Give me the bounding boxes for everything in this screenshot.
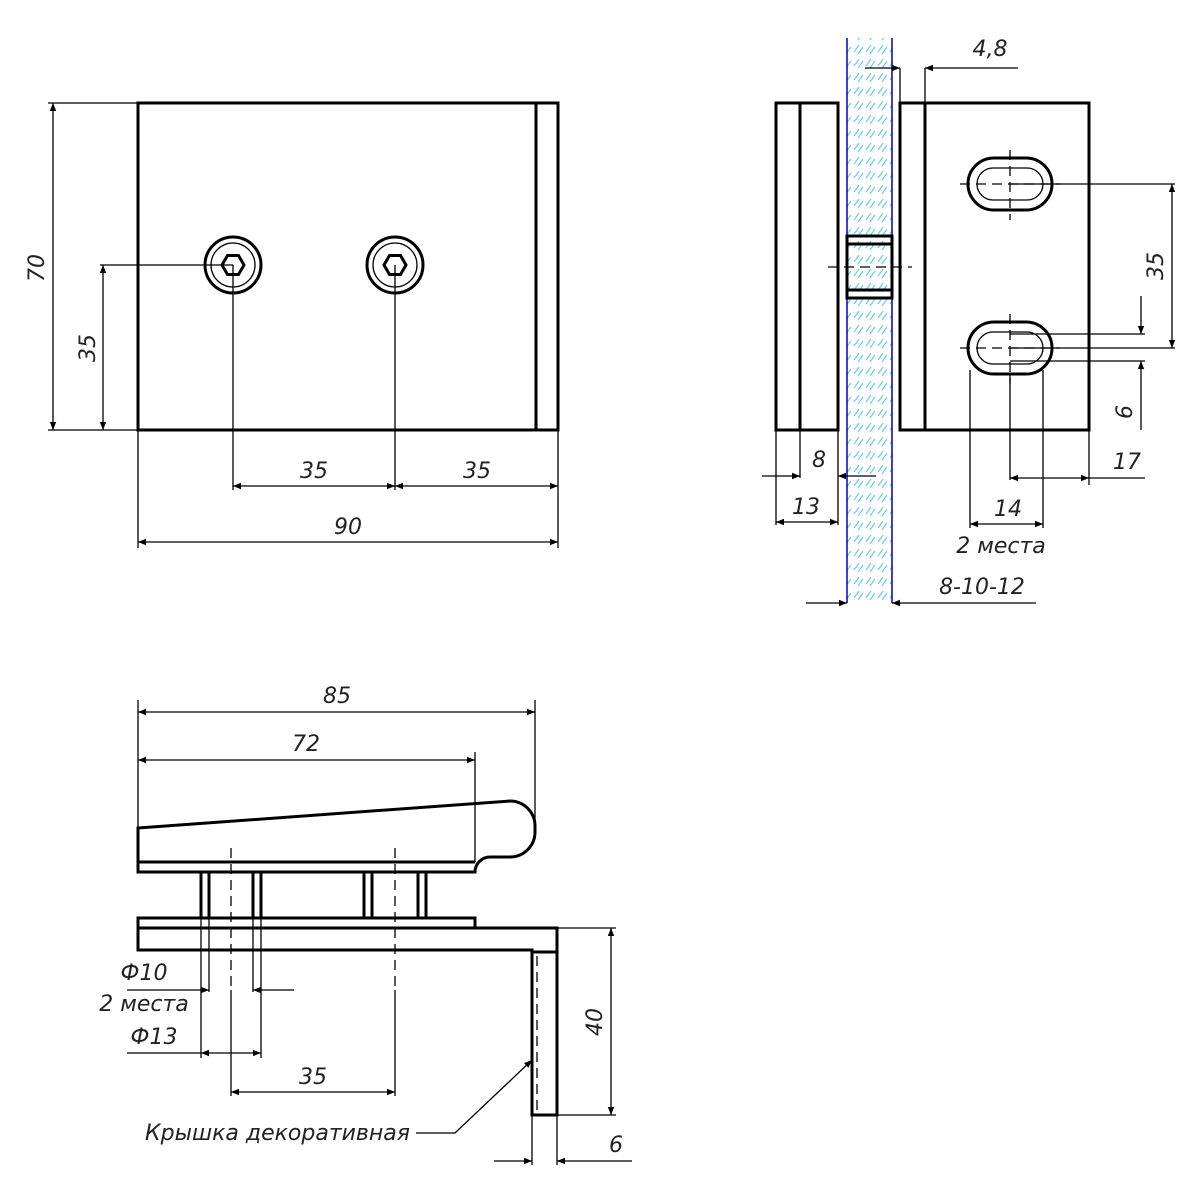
- label-total-length: 85: [323, 684, 351, 709]
- label-bolt-count: 2 места: [99, 992, 189, 1017]
- label-slot-edge: 17: [1113, 450, 1141, 475]
- slot-top: [960, 150, 1060, 220]
- front-view: 70 35 35 35 90: [25, 101, 560, 548]
- label-slot-spacing: 35: [1144, 252, 1169, 280]
- label-glass-thickness: 8-10-12: [939, 575, 1025, 600]
- label-depth-inner: 8: [812, 448, 826, 473]
- label-width-total: 90: [334, 515, 362, 540]
- label-cover-thickness: 6: [609, 1133, 623, 1158]
- label-bolt-outer: Ф13: [131, 1025, 178, 1050]
- decorative-cover: [530, 950, 559, 1117]
- right-plate: [898, 101, 1091, 432]
- label-slot-length: 14: [994, 497, 1022, 522]
- label-height-half: 35: [76, 334, 101, 362]
- label-plate-height: 40: [583, 1008, 608, 1036]
- bottom-view: 85 72 Ф10 2 места Ф13 35 40 6 Крышка дек…: [99, 684, 632, 1165]
- cover-leader: [416, 1059, 533, 1134]
- slot-bottom: [960, 314, 1060, 384]
- label-glass-offset: 4,8: [973, 37, 1008, 62]
- front-plate-outline: [136, 101, 560, 432]
- top-clamp: [136, 799, 537, 874]
- label-spacing-left: 35: [300, 459, 328, 484]
- label-depth-outer: 13: [792, 495, 820, 520]
- label-slot-count: 2 места: [956, 534, 1046, 559]
- label-cover: Крышка декоративная: [145, 1121, 410, 1146]
- label-bolt-inner: Ф10: [121, 961, 168, 986]
- label-slot-width: 6: [1113, 405, 1138, 419]
- side-view: 4,8 35 6 8 13 17 14 2 места 8-10-12: [762, 37, 1176, 607]
- label-bolt-spacing: 35: [299, 1065, 327, 1090]
- label-spacing-right: 35: [463, 459, 491, 484]
- label-clamp-length: 72: [292, 732, 320, 757]
- glass-panel: [847, 38, 892, 603]
- label-height-total: 70: [25, 254, 50, 282]
